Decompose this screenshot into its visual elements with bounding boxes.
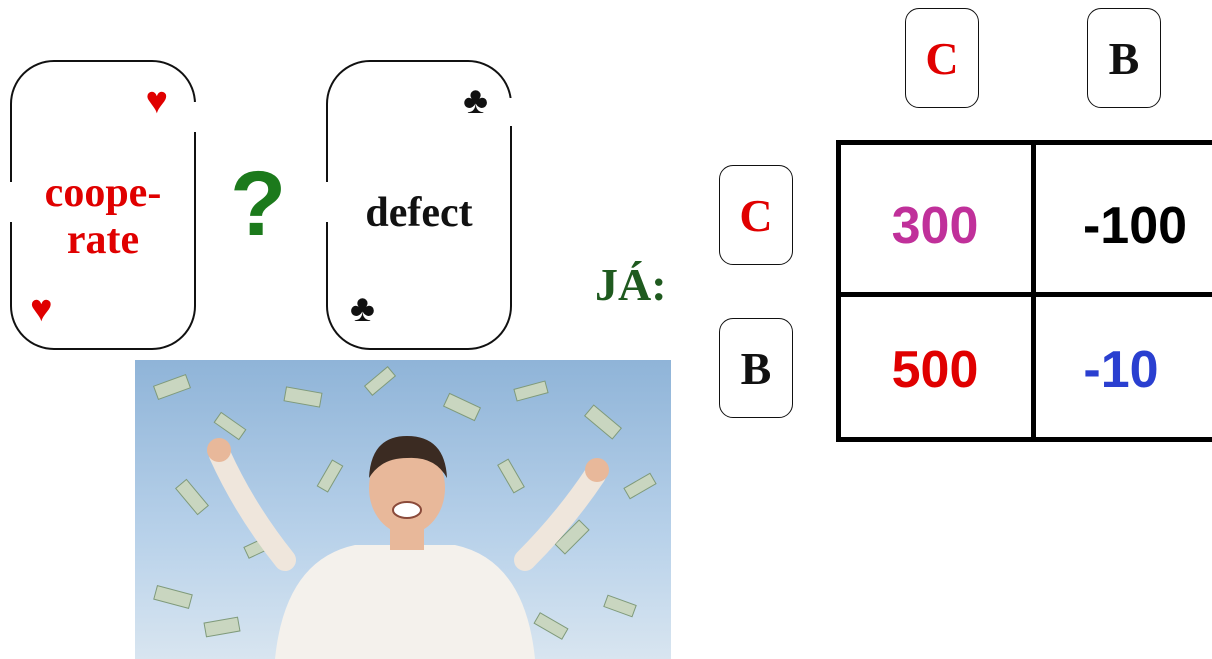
column-header-b: B [1087, 8, 1161, 108]
row-header-b: B [719, 318, 793, 418]
card-label: coope- rate [12, 170, 194, 264]
payoff-cc: 300 [891, 197, 979, 255]
heart-icon: ♥ [145, 80, 168, 122]
card-label-line1: defect [365, 190, 473, 236]
payoff-bc: 500 [891, 341, 979, 399]
payoff-bb: -10 [1083, 341, 1159, 399]
card-label: defect [328, 190, 510, 237]
question-mark: ? [230, 153, 287, 255]
money-photo-illustration [152, 366, 657, 659]
matrix-divider-horizontal [836, 292, 1212, 297]
player-label: JÁ: [595, 259, 667, 310]
card-label-line1: coope- [44, 170, 162, 216]
payoff-matrix [836, 140, 1212, 442]
card-label-line2: rate [66, 217, 140, 264]
heart-icon: ♥ [30, 288, 53, 330]
card-defect: ♣ defect ♣ [324, 60, 514, 350]
payoff-cb: -100 [1082, 197, 1188, 255]
club-icon: ♣ [463, 80, 488, 122]
card-cooperate: ♥ coope- rate ♥ [8, 60, 198, 350]
money-photo [135, 360, 671, 659]
column-header-c: C [905, 8, 979, 108]
matrix-divider-vertical [1031, 140, 1036, 442]
row-header-c: C [719, 165, 793, 265]
club-icon: ♣ [350, 288, 375, 330]
